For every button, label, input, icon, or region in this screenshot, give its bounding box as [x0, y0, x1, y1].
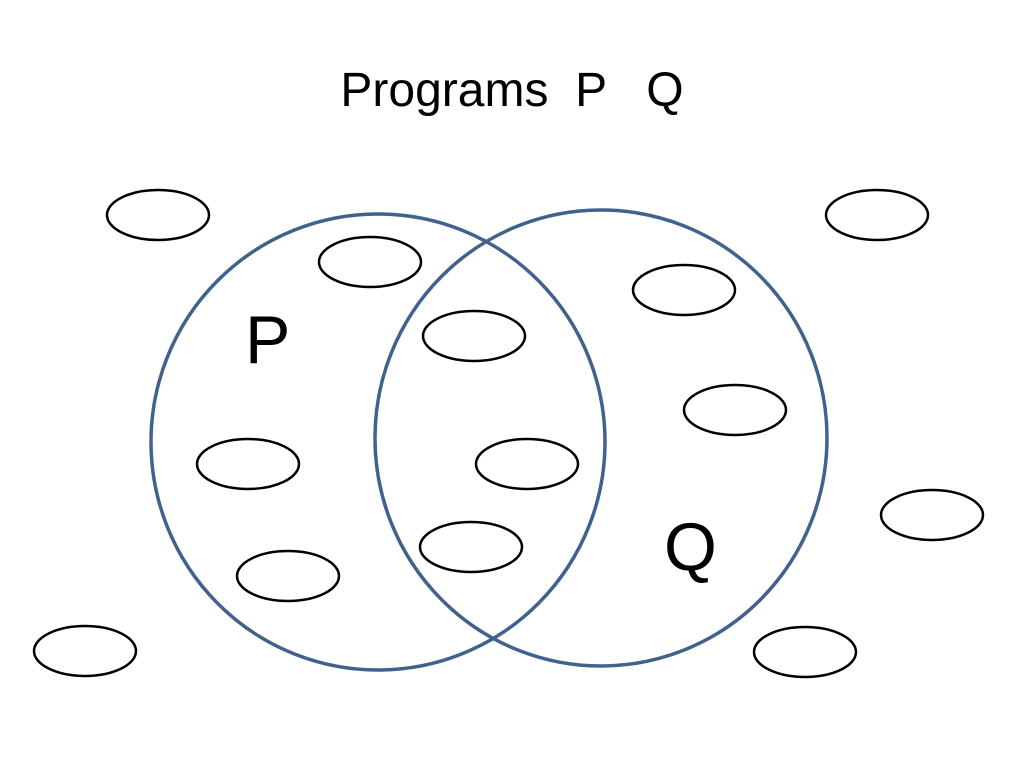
element-oval-Q-only	[682, 383, 788, 437]
page-title: Programs P Q	[340, 64, 684, 117]
set-p-circle	[149, 212, 607, 672]
element-oval-P-and-Q	[418, 520, 524, 574]
element-oval-outside	[32, 624, 138, 678]
set-q-label: Q	[664, 509, 717, 585]
element-oval-P-only	[317, 235, 423, 289]
set-q-circle	[373, 208, 829, 668]
set-p-label: P	[245, 302, 290, 378]
element-oval-P-only	[195, 437, 301, 491]
element-oval-P-only	[235, 549, 341, 603]
element-oval-outside	[105, 188, 211, 242]
element-oval-outside	[824, 188, 930, 242]
element-oval-P-and-Q	[474, 437, 580, 491]
element-oval-outside	[752, 625, 858, 679]
element-oval-outside	[879, 488, 985, 542]
element-oval-Q-only	[631, 263, 737, 317]
element-oval-P-and-Q	[421, 309, 527, 363]
